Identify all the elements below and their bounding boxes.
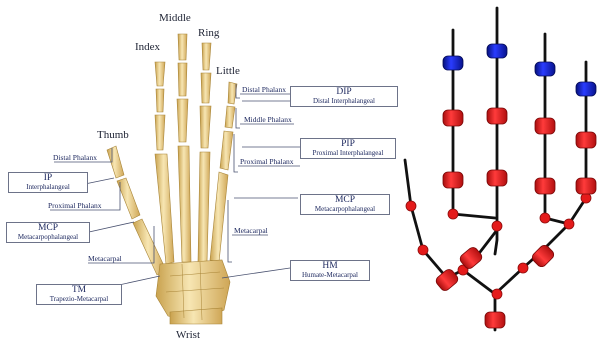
ring-metacarpal-bone — [198, 152, 210, 262]
label-ring: Ring — [198, 28, 219, 39]
label-distal-phalanx-left: Distal Phalanx — [53, 154, 97, 162]
label-index: Index — [135, 42, 160, 53]
ring-proximal-bone — [200, 106, 211, 148]
joint-pip-full: Proximal Interphalangeal — [304, 150, 392, 157]
joint-tm-full: Trapezio-Metacarpal — [40, 296, 118, 303]
label-middle-phalanx: Middle Phalanx — [244, 116, 292, 124]
label-middle: Middle — [159, 13, 191, 24]
middle-proximal-bone — [177, 99, 188, 142]
label-metacarpal-left: Metacarpal — [88, 255, 122, 263]
label-metacarpal-right: Metacarpal — [234, 227, 268, 235]
label-little: Little — [216, 66, 240, 77]
joint-box-hm: HM Humate-Metacarpal — [290, 260, 370, 281]
joint-ip-full: Interphalangeal — [12, 184, 84, 191]
joint-box-mcp-left: MCP Metacarpophalangeal — [6, 222, 90, 243]
ring-middle-bone — [201, 73, 211, 103]
joint-mcp-left-full: Metacarpophalangeal — [10, 234, 86, 241]
index-middle-bone — [156, 89, 164, 112]
joint-hm-full: Humate-Metacarpal — [294, 272, 366, 279]
joint-dip-full: Distal Interphalangeal — [294, 98, 394, 105]
label-proximal-phalanx-right: Proximal Phalanx — [240, 158, 294, 166]
little-middle-bone — [225, 106, 235, 128]
link-palm-1 — [453, 214, 495, 218]
joint-box-dip: DIP Distal Interphalangeal — [290, 86, 398, 107]
joint-box-tm: TM Trapezio-Metacarpal — [36, 284, 122, 305]
middle-distal-bone — [178, 34, 187, 60]
middle-middle-bone — [178, 63, 187, 96]
label-distal-phalanx-right: Distal Phalanx — [242, 86, 286, 94]
thumb-proximal-bone — [117, 178, 140, 219]
label-proximal-phalanx-left: Proximal Phalanx — [48, 202, 102, 210]
ring-distal-bone — [202, 43, 211, 70]
label-thumb: Thumb — [97, 130, 129, 141]
joint-mcp-right-full: Metacarpophalangeal — [304, 206, 386, 213]
index-metacarpal-bone — [155, 154, 174, 264]
joint-box-ip: IP Interphalangeal — [8, 172, 88, 193]
little-proximal-bone — [220, 131, 233, 170]
index-proximal-bone — [155, 115, 165, 150]
joint-box-pip: PIP Proximal Interphalangeal — [300, 138, 396, 159]
label-wrist: Wrist — [176, 330, 200, 341]
joint-box-mcp-right: MCP Metacarpophalangeal — [300, 194, 390, 215]
index-distal-bone — [155, 62, 165, 86]
middle-metacarpal-bone — [178, 146, 191, 262]
little-metacarpal-bone — [210, 172, 228, 262]
kinematic-hand-model — [403, 0, 603, 344]
